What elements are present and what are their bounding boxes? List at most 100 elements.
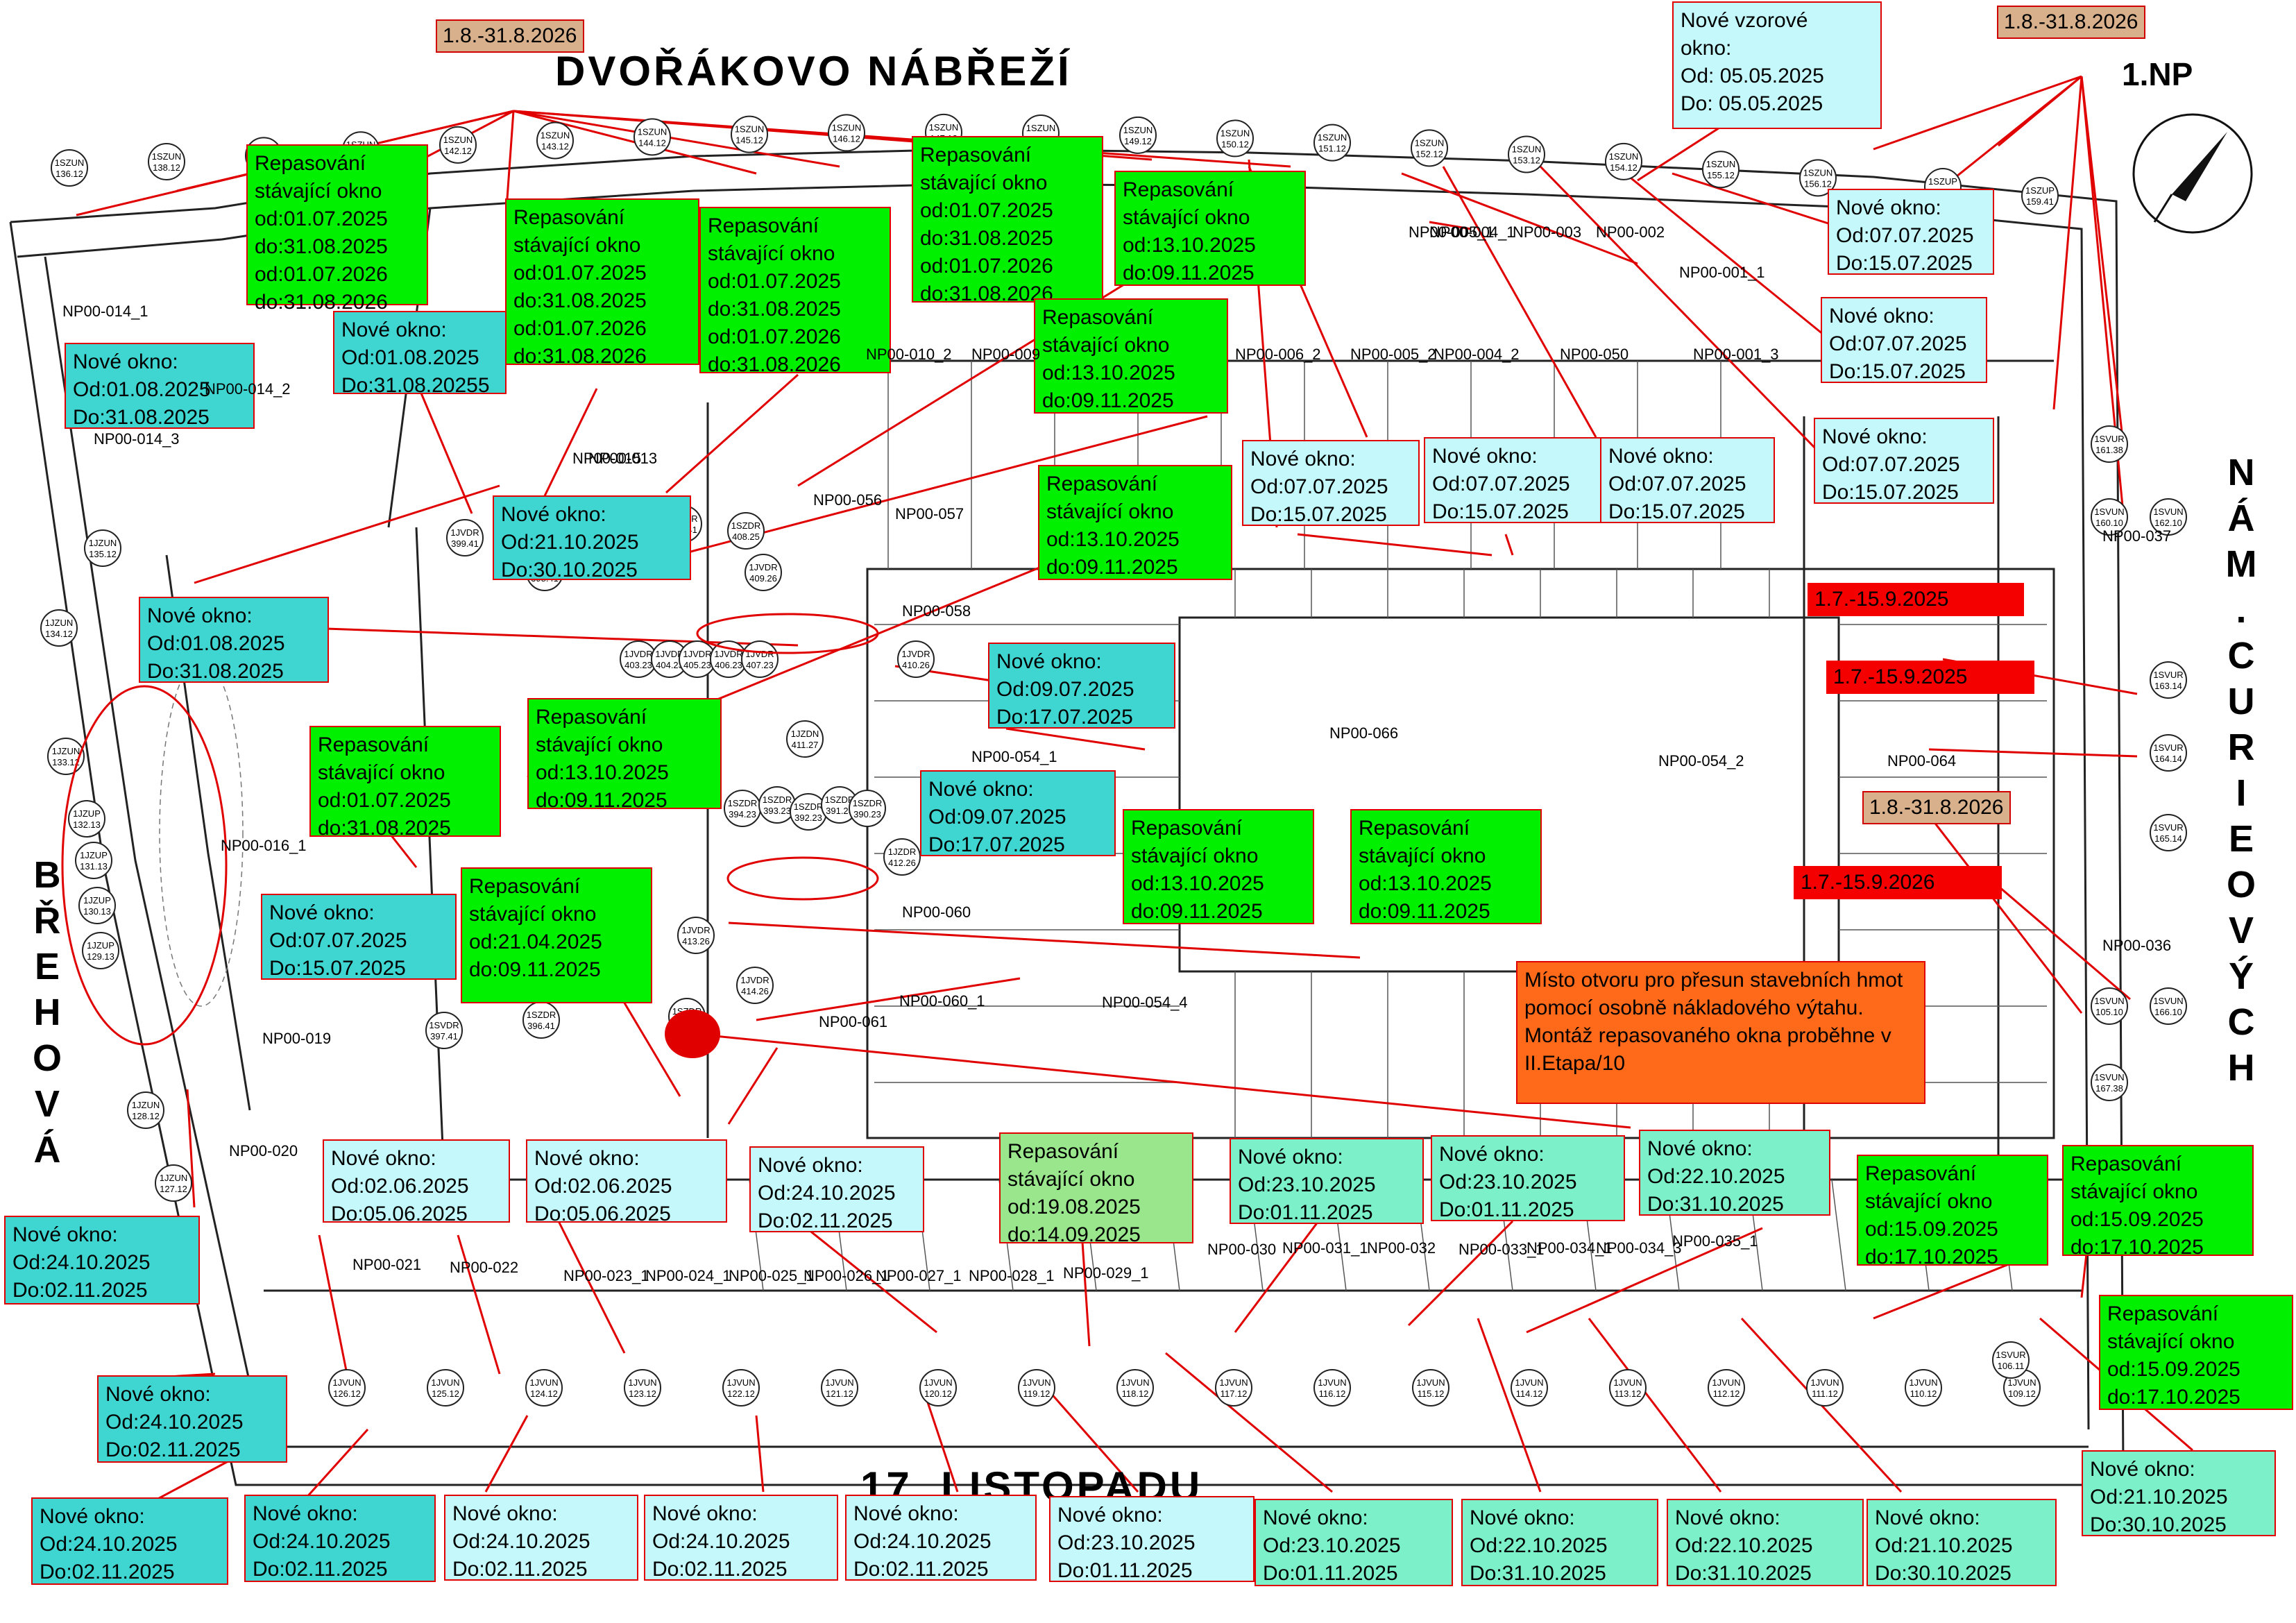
svg-text:1JVUN: 1JVUN <box>825 1377 853 1388</box>
svg-text:1JVUN: 1JVUN <box>1712 1377 1740 1388</box>
repas-callout: Repasování stávající okno od:01.07.2025 … <box>246 144 428 314</box>
svg-text:118.12: 118.12 <box>1122 1388 1149 1399</box>
svg-text:1SVUR: 1SVUR <box>2153 742 2183 753</box>
svg-text:111.12: 111.12 <box>1812 1388 1838 1399</box>
leader-line <box>1928 748 2138 758</box>
new-window-callout: Nové okno: Od:09.07.2025 Do:17.07.2025 <box>920 770 1116 856</box>
leader-line <box>304 1428 369 1500</box>
room-label: NP00-061 <box>819 1013 888 1030</box>
svg-text:1JVUN: 1JVUN <box>1909 1377 1937 1388</box>
svg-text:1JVUN: 1JVUN <box>1022 1377 1051 1388</box>
svg-text:135.12: 135.12 <box>89 549 117 559</box>
new-window-callout: Nové okno: Od:23.10.2025 Do:01.11.2025 <box>1230 1138 1424 1224</box>
leader-line <box>415 381 473 514</box>
svg-text:117.12: 117.12 <box>1221 1388 1248 1399</box>
svg-text:159.41: 159.41 <box>2026 196 2054 207</box>
leader-line <box>484 1415 529 1493</box>
new-window-callout: Nové okno: Od:21.10.2025 Do:30.10.2025 <box>2082 1450 2276 1536</box>
svg-text:1SVUN: 1SVUN <box>2094 507 2124 517</box>
leader-line <box>727 1047 779 1125</box>
new-window-callout: Nové okno: Od:24.10.2025 Do:02.11.2025 <box>644 1495 838 1581</box>
leader-line <box>1297 533 1493 556</box>
svg-text:1SZUN: 1SZUN <box>1512 144 1542 155</box>
new-window-callout: Nové okno: Od:22.10.2025 Do:31.10.2025 <box>1461 1499 1658 1586</box>
repas-callout: Repasování stávající okno od:13.10.2025 … <box>1034 298 1228 414</box>
svg-text:128.12: 128.12 <box>132 1111 160 1121</box>
svg-text:1JVDR: 1JVDR <box>450 527 479 538</box>
svg-text:150.12: 150.12 <box>1221 139 1249 149</box>
svg-text:1SZUP: 1SZUP <box>2025 185 2055 196</box>
leader-line <box>457 1234 501 1375</box>
svg-text:134.12: 134.12 <box>45 629 73 639</box>
repas-callout: Repasování stávající okno od:15.09.2025 … <box>2062 1145 2254 1259</box>
new-window-callout: Nové okno: Od:09.07.2025 Do:17.07.2025 <box>988 643 1175 729</box>
svg-text:1SZUN: 1SZUN <box>1026 123 1056 133</box>
svg-text:1JZDR: 1JZDR <box>888 847 916 857</box>
room-label: NP00-035_1 <box>1672 1232 1758 1250</box>
svg-text:136.12: 136.12 <box>56 169 83 179</box>
room-label: NP00-029_1 <box>1063 1264 1149 1282</box>
room-label: NP00-013 <box>588 450 658 467</box>
leader-line <box>1401 172 1638 265</box>
svg-text:1SZUN: 1SZUN <box>929 122 959 133</box>
room-label: NP00-015 <box>572 450 642 467</box>
svg-text:163.14: 163.14 <box>2154 681 2182 691</box>
room-label: NP00-064 <box>1887 752 1957 770</box>
leader-line <box>1942 75 2082 189</box>
new-window-callout: Nové okno: Od:24.10.2025 Do:02.11.2025 <box>97 1375 287 1463</box>
svg-text:1SZUN: 1SZUN <box>1123 125 1153 135</box>
new-window-callout: Nové okno: Od:24.10.2025 Do:02.11.2025 <box>4 1216 200 1305</box>
svg-text:1JVUN: 1JVUN <box>1416 1377 1445 1388</box>
leader-line <box>1504 534 1514 556</box>
period-tag: 1.7.-15.9.2026 <box>1794 866 2002 899</box>
leader-line <box>1005 727 1146 751</box>
svg-text:1SZUN: 1SZUN <box>443 135 473 145</box>
svg-text:1JZDN: 1JZDN <box>791 729 819 739</box>
svg-text:1JVUN: 1JVUN <box>1219 1377 1248 1388</box>
svg-text:1SZDR: 1SZDR <box>728 798 758 808</box>
svg-text:1JVDR: 1JVDR <box>901 649 930 659</box>
period-tag: 1.8.-31.8.2026 <box>436 19 584 53</box>
svg-text:1JZUP: 1JZUP <box>87 940 114 951</box>
leader-line <box>728 921 1361 959</box>
leader-line <box>1429 221 1472 230</box>
leader-line <box>1526 1227 1763 1334</box>
svg-text:1JZUP: 1JZUP <box>73 808 101 819</box>
svg-text:121.12: 121.12 <box>826 1388 853 1399</box>
repas-callout: Repasování stávající okno od:15.09.2025 … <box>1857 1155 2048 1268</box>
room-label: NP00-058 <box>902 602 971 620</box>
leader-line <box>2052 76 2083 410</box>
svg-text:410.26: 410.26 <box>902 660 930 670</box>
stair-marker-ellipse-top <box>696 613 879 654</box>
svg-text:1JVUN: 1JVUN <box>1810 1377 1839 1388</box>
new-window-callout: Nové okno: Od:07.07.2025 Do:15.07.2025 <box>1814 418 1994 504</box>
svg-text:132.13: 132.13 <box>73 819 101 830</box>
svg-text:1SVUN: 1SVUN <box>2153 996 2183 1006</box>
new-window-callout: Nové okno: Od:07.07.2025 Do:15.07.2025 <box>1821 297 1987 383</box>
room-label: NP00-054_1 <box>971 748 1057 765</box>
room-label: NP00-009 <box>971 346 1041 363</box>
svg-text:116.12: 116.12 <box>1319 1388 1346 1399</box>
room-label: NP00-030 <box>1207 1241 1277 1258</box>
svg-text:1SVUR: 1SVUR <box>2094 434 2124 444</box>
leader-line <box>1477 1318 1542 1493</box>
